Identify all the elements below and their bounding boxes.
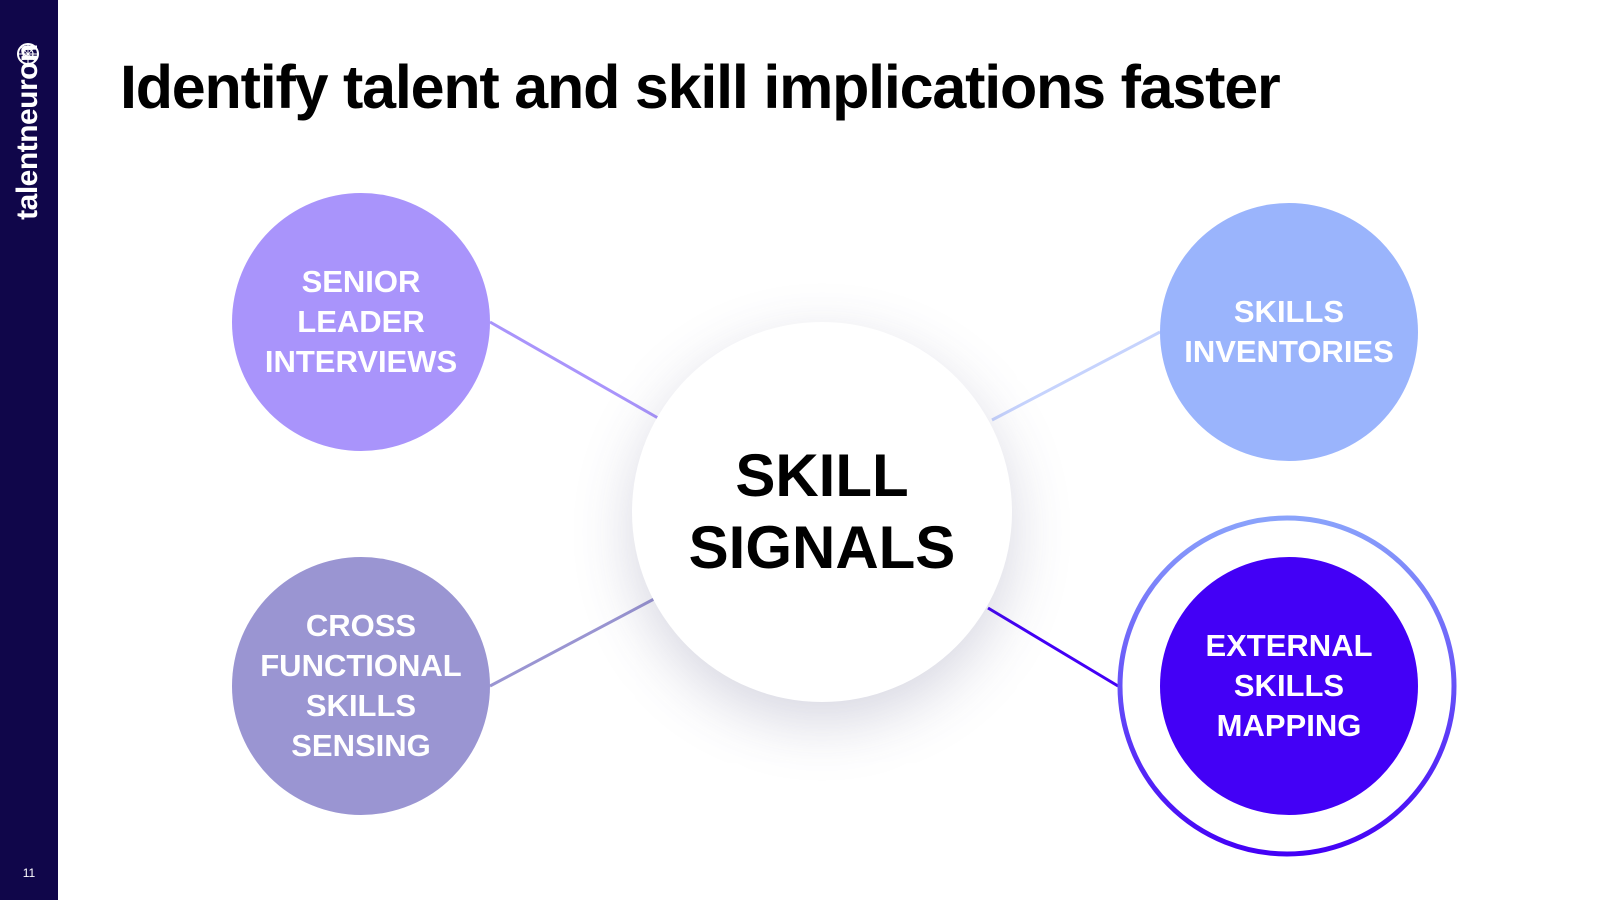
- node-label-external-skills-mapping: EXTERNAL SKILLS MAPPING: [1205, 628, 1373, 743]
- brand-sidebar: talentneuron 11: [0, 0, 58, 900]
- node-label-senior-leader-interviews: SENIOR LEADER INTERVIEWS: [264, 264, 458, 379]
- node-label-skills-inventories: SKILLS INVENTORIES: [1184, 294, 1394, 369]
- node-cross-functional-skills-sensing: CROSS FUNCTIONAL SKILLS SENSING: [232, 557, 490, 815]
- connector-skills-inventories: [991, 330, 1161, 422]
- neuron-globe-icon: [17, 43, 39, 65]
- node-label-cross-functional-skills-sensing: CROSS FUNCTIONAL SKILLS SENSING: [260, 608, 462, 763]
- node-external-skills-mapping: EXTERNAL SKILLS MAPPING: [1160, 557, 1418, 815]
- slide-title: Identify talent and skill implications f…: [120, 53, 1281, 121]
- hub-skill-signals: SKILL SIGNALS: [632, 322, 1012, 702]
- connector-senior-leader-interviews: [489, 320, 659, 420]
- node-skills-inventories: SKILLS INVENTORIES: [1160, 203, 1418, 461]
- node-senior-leader-interviews: SENIOR LEADER INTERVIEWS: [232, 193, 490, 451]
- connector-external-skills-mapping: [987, 606, 1119, 688]
- connector-cross-functional-skills-sensing: [489, 597, 655, 688]
- highlight-ring: [1117, 515, 1457, 857]
- hub-label: SKILL SIGNALS: [688, 442, 956, 581]
- page-number: 11: [22, 866, 36, 880]
